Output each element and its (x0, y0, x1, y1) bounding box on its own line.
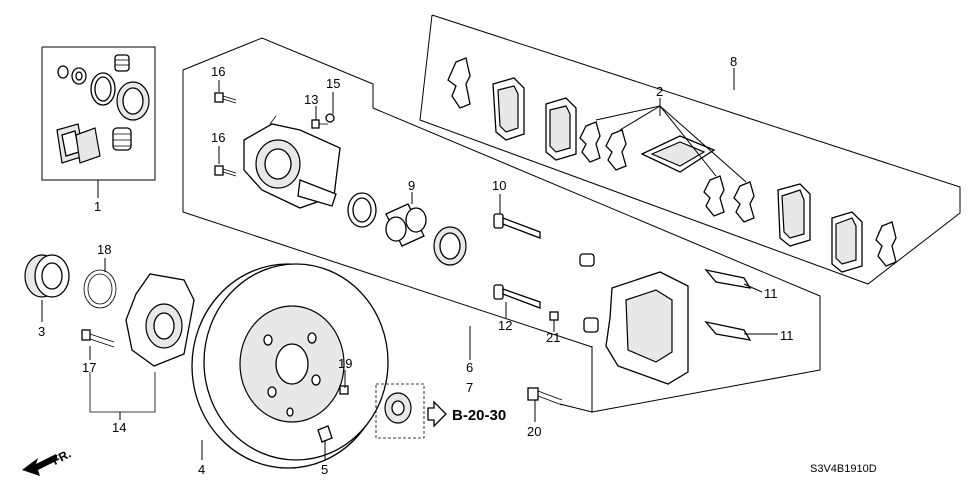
callout-19: 19 (338, 356, 352, 371)
callout-2: 2 (656, 84, 663, 99)
callout-4: 4 (198, 462, 205, 477)
piston-seals (347, 192, 467, 266)
callout-10: 10 (492, 178, 506, 193)
bleeder-screw-cap (311, 113, 335, 129)
leader-lines (41, 68, 778, 460)
callout-12: 12 (498, 318, 512, 333)
hub-assembly (24, 254, 195, 413)
brake-disc (191, 263, 389, 469)
caliper-bracket (605, 271, 689, 385)
front-label: FR. (50, 446, 74, 467)
callout-labels: 1 2 3 4 5 6 7 8 9 10 11 11 12 13 14 15 1… (38, 54, 794, 477)
callout-1: 1 (94, 199, 101, 214)
pad-retainers (704, 268, 752, 341)
callout-17: 17 (82, 360, 96, 375)
callout-16b: 16 (211, 130, 225, 145)
callout-5: 5 (321, 462, 328, 477)
callout-3: 3 (38, 324, 45, 339)
group-outlines (41, 14, 961, 413)
callout-8: 8 (730, 54, 737, 69)
callout-18: 18 (97, 242, 111, 257)
front-arrow (22, 454, 58, 476)
caliper-body (243, 115, 341, 209)
seal-kit (56, 54, 150, 164)
callout-11a: 11 (764, 286, 778, 301)
callout-21: 21 (546, 330, 560, 345)
reference-label: B-20-30 (452, 407, 506, 424)
reference-nut (375, 383, 425, 439)
callout-6: 6 (466, 360, 473, 375)
reference-arrow (427, 400, 447, 428)
callout-14: 14 (112, 420, 126, 435)
bolt-20 (527, 387, 563, 406)
diagram-code: S3V4B1910D (810, 463, 877, 475)
pad-set (447, 57, 897, 273)
bolts-16 (214, 92, 237, 177)
callout-11b: 11 (780, 328, 794, 343)
callout-16a: 16 (211, 64, 225, 79)
guide-pins (493, 213, 599, 333)
callout-9: 9 (408, 178, 415, 193)
callout-7: 7 (466, 380, 473, 395)
callout-15: 15 (326, 76, 340, 91)
callout-20: 20 (527, 424, 541, 439)
callout-13: 13 (304, 92, 318, 107)
